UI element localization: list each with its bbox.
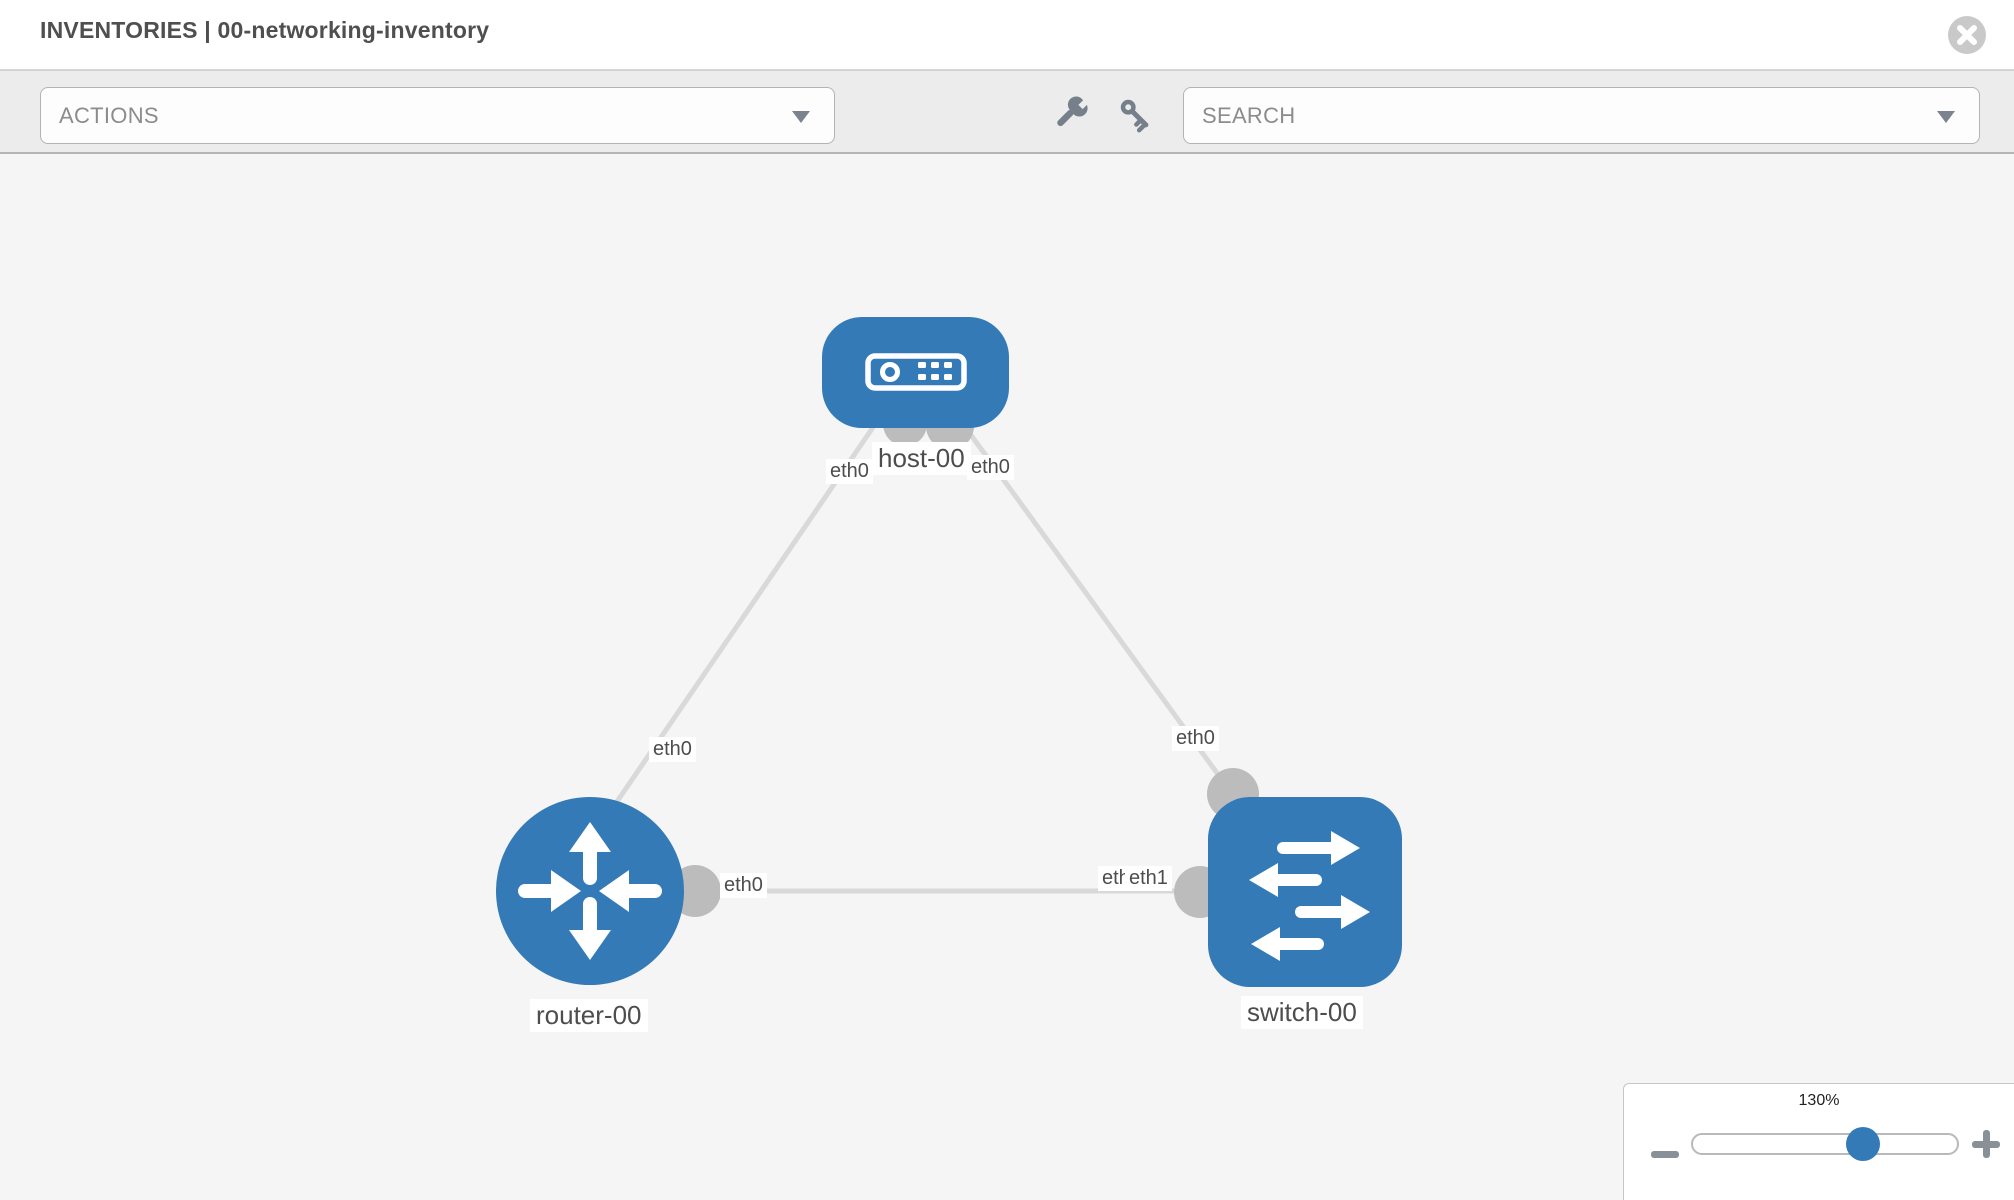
minus-icon — [1651, 1151, 1679, 1158]
actions-dropdown[interactable]: ACTIONS — [40, 87, 835, 144]
zoom-slider-track[interactable] — [1691, 1133, 1959, 1155]
zoom-level-value: 130% — [1798, 1092, 1840, 1109]
node-label-host-00: host-00 — [872, 442, 971, 475]
close-icon — [1948, 16, 1986, 54]
interface-label-router-eth0-right: eth0 — [720, 873, 767, 898]
page-title: INVENTORIES | 00-networking-inventory — [40, 17, 490, 43]
zoom-panel: 130% — [1623, 1083, 2014, 1200]
interface-label-switch-eth0-top: eth0 — [1172, 726, 1219, 751]
search-dropdown[interactable]: SEARCH — [1183, 87, 1980, 144]
interface-label-switch-eth1: eth1 — [1125, 866, 1172, 891]
zoom-slider-handle[interactable] — [1846, 1127, 1880, 1161]
interface-label-host-eth0-left: eth0 — [826, 459, 873, 484]
node-label-router-00: router-00 — [530, 999, 648, 1032]
zoom-out-button[interactable] — [1651, 1140, 1679, 1168]
wrench-icon — [1057, 96, 1088, 127]
interface-label-router-eth0-top: eth0 — [649, 737, 696, 762]
search-dropdown-label: SEARCH — [1202, 102, 1296, 128]
zoom-in-button[interactable] — [1972, 1130, 2000, 1158]
chevron-down-icon — [792, 110, 810, 123]
toolbar: ACTIONS SEARCH — [0, 70, 2014, 154]
node-label-switch-00: switch-00 — [1241, 996, 1363, 1029]
chevron-down-icon — [1937, 110, 1955, 123]
wrench-button[interactable] — [1048, 95, 1088, 135]
key-icon — [1120, 99, 1149, 133]
key-button[interactable] — [1116, 95, 1156, 135]
topology-canvas[interactable] — [0, 154, 2014, 1200]
interface-label-host-eth0-right: eth0 — [967, 455, 1014, 480]
close-button[interactable] — [1946, 14, 1988, 56]
header: INVENTORIES | 00-networking-inventory — [0, 0, 2014, 70]
plus-icon — [1982, 1130, 1990, 1158]
actions-dropdown-label: ACTIONS — [59, 102, 159, 128]
